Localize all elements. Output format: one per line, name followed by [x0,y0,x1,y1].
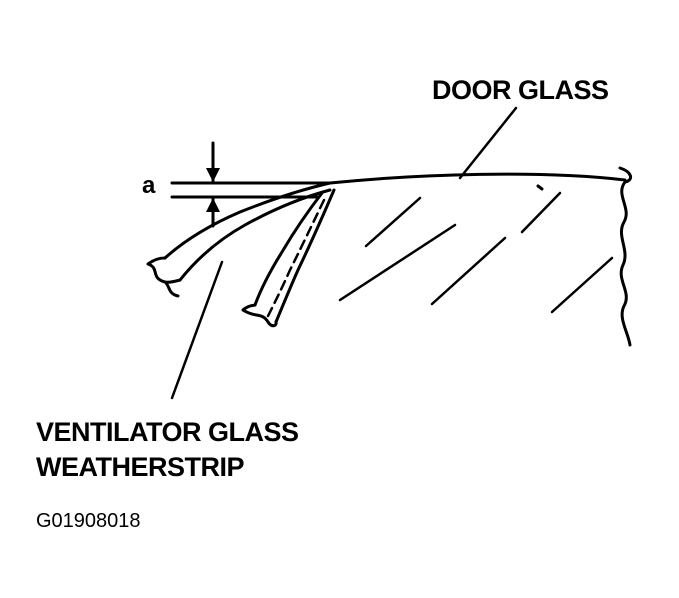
door-glass-leader [458,106,518,180]
door-glass-top-edge [328,172,627,185]
weatherstrip-leader [170,260,224,400]
weatherstrip-stem-left [253,191,324,307]
door-glass-label: DOOR GLASS [432,75,609,105]
weatherstrip-outer-lip [163,181,332,260]
weatherstrip-label-line2: WEATHERSTRIP [36,452,244,482]
weatherstrip-stem-center [266,198,326,318]
weatherstrip-stem-right [274,188,336,324]
figure-code: G01908018 [36,510,141,532]
dimension-a-marker [170,141,332,228]
weatherstrip-label-line1: VENTILATOR GLASS [36,417,299,447]
weatherstrip-stem-break [241,303,278,328]
dimension-arrow-down [206,168,220,182]
weatherstrip-lip-break [146,256,182,298]
dimension-a-label: a [142,172,156,199]
weatherstrip-inner-lip [178,188,332,282]
dimension-arrow-up [206,198,220,212]
door-glass-break-edge [618,166,633,347]
glass-reflection-hatching [338,184,614,314]
